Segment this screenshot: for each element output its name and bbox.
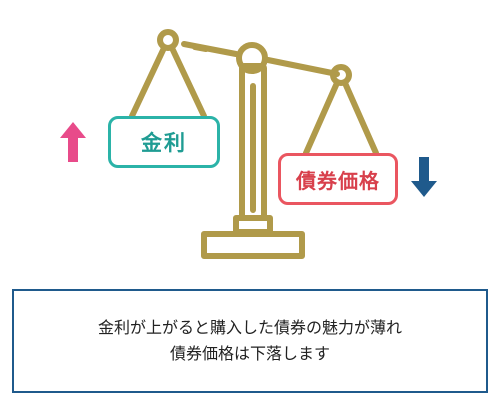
bond-price-label: 債券価格 (278, 153, 398, 205)
interest-rate-label: 金利 (108, 116, 220, 168)
scale-beam (181, 41, 239, 57)
scale-pivot (236, 42, 268, 74)
scale-beam-right (265, 57, 340, 77)
arrow-down-icon (411, 157, 437, 197)
caption-line-2: 債券価格は下落します (169, 344, 330, 363)
balance-scale-icon (129, 29, 379, 259)
caption-box: 金利が上がると購入した債券の魅力が薄れ 債券価格は下落します (12, 289, 488, 393)
scale-base (233, 215, 273, 235)
caption-line-1: 金利が上がると購入した債券の魅力が薄れ (97, 318, 402, 337)
arrow-up-icon (60, 122, 86, 162)
